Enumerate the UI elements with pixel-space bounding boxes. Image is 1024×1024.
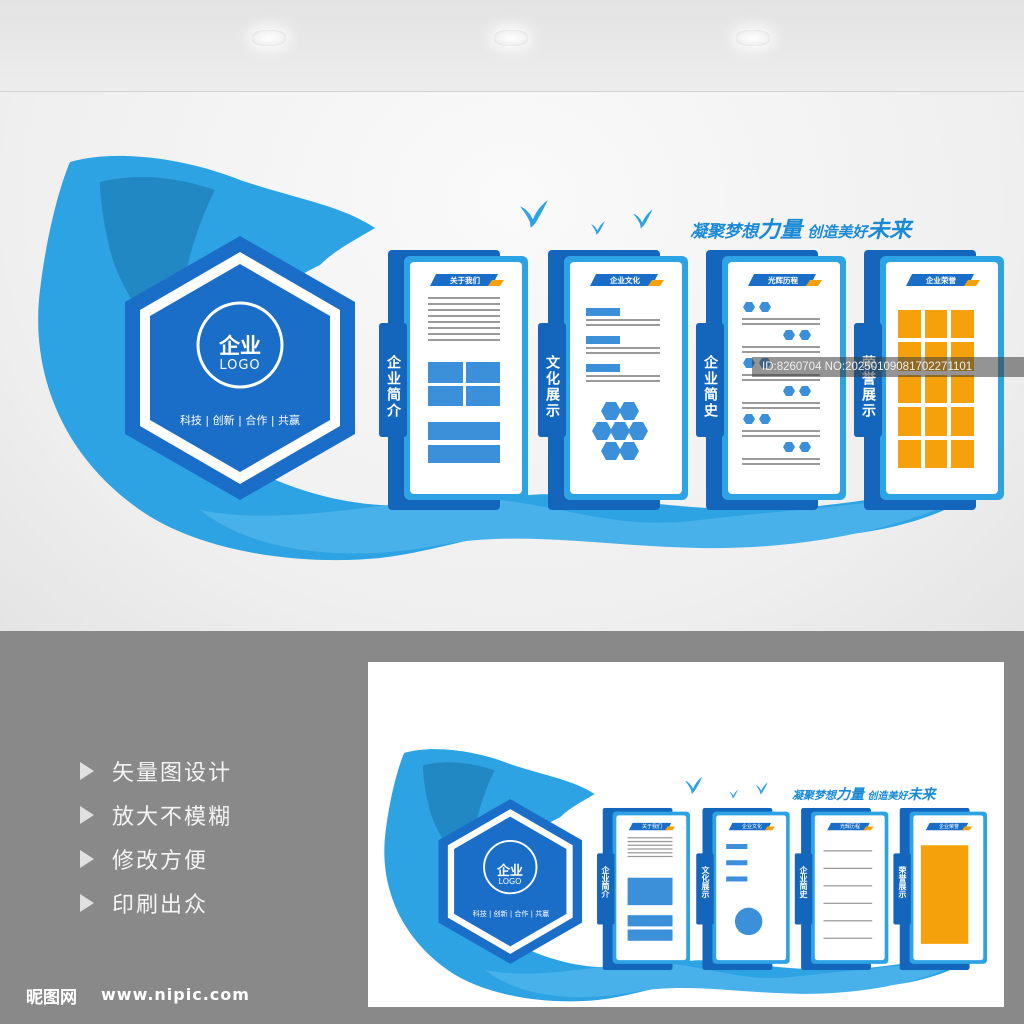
gallery-scene: 企业 LOGO 科技 | 创新 | 合作 | 共赢 凝聚梦想力量 创造美好未来 … bbox=[0, 0, 1024, 631]
panel-header: 关于我们 bbox=[450, 276, 480, 285]
logo-main-small: 企业 bbox=[496, 864, 523, 879]
spotlight-icon bbox=[252, 30, 286, 46]
culture-wall-art: 企业 LOGO 科技 | 创新 | 合作 | 共赢 凝聚梦想力量 创造美好未来 … bbox=[0, 90, 1024, 590]
image-grid bbox=[428, 362, 500, 406]
feature-item: 修改方便 bbox=[80, 837, 232, 881]
panel-header: 光辉历程 bbox=[768, 276, 798, 285]
preview-area: 矢量图设计 放大不模糊 修改方便 印刷出众 bbox=[0, 631, 1024, 1024]
play-triangle-icon bbox=[80, 850, 94, 868]
culture-wall-art-small: 企业 LOGO 科技 | 创新 | 合作 | 共赢 凝聚梦想力量 创造美好未来 … bbox=[368, 708, 1000, 1007]
feature-list: 矢量图设计 放大不模糊 修改方便 印刷出众 bbox=[80, 749, 232, 925]
logo-tagline-small: 科技 | 创新 | 合作 | 共赢 bbox=[472, 910, 550, 918]
slogan-small: 凝聚梦想力量 创造美好未来 bbox=[792, 787, 936, 803]
tab-company-intro: 企业简介 bbox=[379, 323, 407, 437]
play-triangle-icon bbox=[80, 762, 94, 780]
logo-tagline: 科技 | 创新 | 合作 | 共赢 bbox=[179, 414, 301, 427]
tab-small: 企业简史 bbox=[799, 866, 808, 898]
logo-main: 企业 bbox=[219, 334, 261, 358]
hexagon-cluster bbox=[592, 402, 648, 460]
panel-culture: 企业文化 bbox=[548, 250, 688, 510]
nipic-logo: 昵图网 bbox=[26, 988, 77, 1008]
bird-icon bbox=[591, 221, 605, 235]
feature-item: 放大不模糊 bbox=[80, 793, 232, 837]
ceiling bbox=[0, 0, 1024, 92]
logo-sub: LOGO bbox=[219, 358, 261, 373]
bird-icon bbox=[520, 200, 548, 228]
tab-small: 文化展示 bbox=[701, 866, 710, 898]
slogan: 凝聚梦想力量 创造美好未来 bbox=[690, 218, 912, 243]
bird-icon bbox=[633, 209, 653, 229]
tab-small: 荣誉展示 bbox=[898, 866, 907, 898]
spotlight-icon bbox=[494, 30, 528, 46]
feature-item: 印刷出众 bbox=[80, 881, 232, 925]
panel-about: 关于我们 bbox=[388, 250, 528, 510]
feature-item: 矢量图设计 bbox=[80, 749, 232, 793]
panel-header-small: 企业荣誉 bbox=[938, 824, 959, 830]
panel-header: 企业荣誉 bbox=[926, 276, 956, 285]
logo-sub-small: LOGO bbox=[498, 877, 522, 886]
panel-header-small: 关于我们 bbox=[641, 824, 662, 830]
spotlight-icon bbox=[736, 30, 770, 46]
panel-honors: 企业荣誉 bbox=[864, 250, 1004, 510]
nipic-url[interactable]: www.nipic.com bbox=[101, 985, 250, 1004]
tab-culture: 文化展示 bbox=[538, 323, 566, 437]
panel-header-small: 光辉历程 bbox=[839, 824, 860, 830]
image-id-label: ID:8260704 NO:20250109081702271101 bbox=[752, 357, 1024, 377]
honor-grid bbox=[898, 310, 974, 468]
tab-small: 企业简介 bbox=[601, 866, 610, 898]
play-triangle-icon bbox=[80, 894, 94, 912]
timeline bbox=[742, 302, 820, 465]
tab-history: 企业简史 bbox=[696, 323, 724, 437]
flat-preview-card: 企业 LOGO 科技 | 创新 | 合作 | 共赢 凝聚梦想力量 创造美好未来 … bbox=[368, 662, 1004, 1007]
panel-header-small: 企业文化 bbox=[741, 824, 762, 830]
tab-honors: 荣誉展示 bbox=[854, 323, 882, 437]
panel-header: 企业文化 bbox=[610, 276, 640, 285]
panel-history: 光辉历程 bbox=[706, 250, 846, 510]
play-triangle-icon bbox=[80, 806, 94, 824]
